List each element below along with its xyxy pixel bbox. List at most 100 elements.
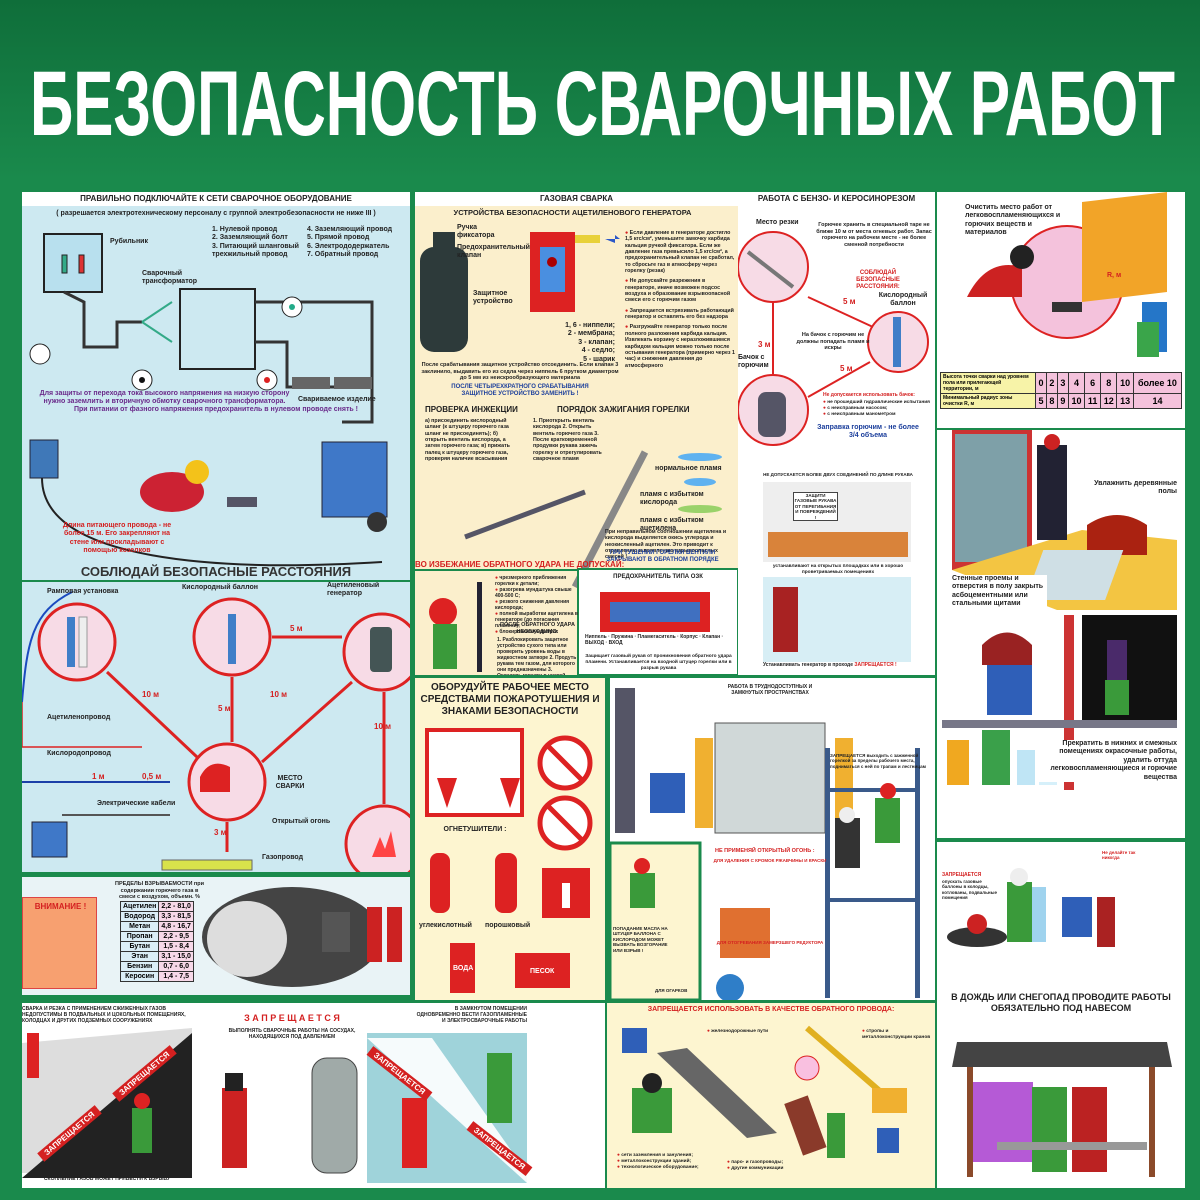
table-cell: 3 [1056, 372, 1069, 394]
return-wire-title: ЗАПРЕЩАЕТСЯ ИСПОЛЬЗОВАТЬ В КАЧЕСТВЕ ОБРА… [647, 1006, 895, 1013]
table-cell: 6 [1084, 372, 1102, 394]
open-fire-label: Открытый огонь [272, 818, 331, 825]
backfire-item: полной выработки ацетилена в генераторе … [495, 611, 580, 629]
passage-text: Устанавливать генератор в проходе [763, 662, 854, 668]
water-label: ВОДА [453, 965, 474, 972]
pressure-title: З А П Р Е Щ А Е Т С Я [244, 1013, 340, 1023]
cover-openings-note: Стенные проемы и отверстия в полу закрыт… [952, 575, 1047, 609]
panel-clear-area: Очистить место работ от легковоспламеняю… [937, 192, 1185, 428]
forbid-item: не прошедший гидравлические испытания [823, 400, 933, 406]
cut-place-label: Место резки [756, 219, 799, 226]
ladder-note: ЗАПРЕЩАЕТСЯ выходить с зажженной горелко… [830, 753, 926, 769]
after-backfire-title: ПОСЛЕ ОБРАТНОГО УДАРА НЕОБХОДИМО: [500, 622, 575, 635]
distance-value: 10 м [142, 690, 160, 699]
forbid-label: ЗАПРЕЩАЕТСЯ [942, 872, 982, 878]
subheader: ( разрешается электротехническому персон… [56, 210, 376, 217]
rain-illustration [947, 868, 1172, 1177]
extinguish-note: ПРИ ТУШЕНИИ ГОРЕЛКИ ВЕНТИЛИ ЗАКРЫВАЮТ В … [606, 550, 719, 564]
legend-item: 4. Заземляющий провод [307, 226, 393, 233]
replace-note: ПОСЛЕ ЧЕТЫРЕХКРАТНОГО СРАБАТЫВАНИЯ ЗАЩИТ… [451, 384, 589, 398]
part-item: 1, 6 - ниппели; [565, 322, 615, 329]
acetylene-generator-label: Ацетиленовый генератор [327, 582, 380, 598]
storage-note: Горючее хранить в специальной таре не бл… [816, 222, 932, 248]
fuse-label: Клапан [702, 634, 721, 640]
legend-item: 1. Нулевой провод [212, 226, 278, 233]
tank-label: Бачок с горючим [738, 354, 769, 370]
table-cell: более 10 [1132, 372, 1183, 394]
fire-illustration [425, 728, 593, 993]
backfire-list: чрезмерного приближения горелки к детали… [495, 575, 580, 635]
grounding-note: Для защиты от перехода тока высокого нап… [39, 390, 290, 406]
table-cell: 14 [1132, 393, 1183, 409]
sparks-note: На бачок с горючим не должны попадать пл… [796, 332, 870, 352]
poster-title: БЕЗОПАСНОСТЬ СВАРОЧНЫХ РАБОТ [30, 53, 1175, 155]
distance-value: 5 м [290, 624, 303, 633]
legend-item: 3. Питающий шланговый трехжильный провод [212, 242, 299, 259]
panel-header: ПРАВИЛЬНО ПОДКЛЮЧАЙТЕ К СЕТИ СВАРОЧНОЕ О… [22, 192, 410, 206]
switch-label: Рубильник [110, 238, 148, 245]
distance-value: 5 м [843, 297, 856, 306]
flame-oxygen: пламя с избытком кислорода [640, 491, 704, 507]
forbid-item: с неисправным манометром [823, 412, 933, 418]
panel-floors: Увлажнить деревянные полы Стенные проемы… [937, 430, 1185, 838]
distance-diagram [22, 591, 410, 872]
forbid-text: опускать газовые баллоны в колодцы, котл… [942, 879, 997, 901]
stop-painting-note: Прекратить в нижних и смежных помещениях… [1037, 740, 1177, 782]
fire-title: ОБОРУДУЙТЕ РАБОЧЕЕ МЕСТО СРЕДСТВАМИ ПОЖА… [420, 682, 600, 717]
no-fire-title: НЕ ПРИМЕНЯЙ ОТКРЫТЫЙ ОГОНЬ : [715, 848, 815, 854]
valve-label: Предохранительный клапан [457, 244, 530, 260]
rule-item: Если давление в генераторе достигло 1,5 … [625, 230, 735, 274]
protect-label: Защитное устройство [473, 290, 513, 306]
panel-gas-welding: ГАЗОВАЯ СВАРКА УСТРОЙСТВА БЕЗОПАСНОСТИ А… [415, 192, 738, 675]
hose-sign: ЗАЩИТИ ГАЗОВЫЕ РУКАВА ОТ ПЕРЕГИБАНИЯ И П… [793, 492, 838, 521]
panel-electric-connection: ПРАВИЛЬНО ПОДКЛЮЧАЙТЕ К СЕТИ СВАРОЧНОЕ О… [22, 192, 410, 580]
confined-title: РАБОТА В ТРУДНОДОСТУПНЫХ И ЗАМКНУТЫХ ПРО… [727, 684, 813, 696]
welding-place-label: МЕСТО СВАРКИ [275, 775, 305, 791]
forbidden-label: ЗАПРЕЩАЕТСЯ ! [854, 662, 897, 668]
handle-label: Ручка фиксатора [457, 224, 495, 240]
crane-item: стропы и металлоконструкции кранов [862, 1029, 932, 1041]
rails-item: железнодорожные пути [707, 1029, 768, 1035]
legend-item: 2. Заземляющий болт [212, 234, 288, 242]
forbid-item: с неисправным насосом; [823, 406, 933, 412]
generator-illustration [415, 232, 738, 675]
backfire-item: блокировки мундштука [495, 629, 580, 635]
forbid-list: не прошедший гидравлические испытанияс н… [823, 400, 933, 417]
paint-removal: ДЛЯ УДАЛЕНИЯ С КРОМОК РЖАВЧИНЫ И КРАСКИ [713, 858, 827, 863]
table-cell: 11 [1084, 393, 1102, 409]
oxygen-label: Кислородный баллон [878, 292, 928, 308]
backfire-item: резкого снижения давления кислорода; [495, 599, 580, 611]
distance-value: 5 м [840, 364, 853, 373]
ramp-label: Рамповая установка [47, 588, 119, 595]
panel-rain: ЗАПРЕЩАЕТСЯ опускать газовые баллоны в к… [937, 842, 1185, 1188]
fuse-label: Ниппель [585, 634, 607, 640]
rule-item: Запрещается встряхивать работающий генер… [625, 308, 735, 321]
parts-legend: 1, 6 - ниппели;2 - мембрана;3 - клапан;4… [565, 322, 615, 364]
injection-title: ПРОВЕРКА ИНЖЕКЦИИ [425, 405, 518, 414]
never-note: Не делайте так никогда [1102, 850, 1136, 861]
panel-explosion-limits: ВНИМАНИЕ ! ПРЕДЕЛЫ ВЗРЫВАЕМОСТИ при соде… [22, 877, 410, 995]
table-cell: 10 [1116, 372, 1134, 394]
radius-label: R, м [1107, 272, 1122, 279]
radius-table: Высота точки сварки над уровнем пола или… [940, 372, 1183, 409]
backfire-item: чрезмерного приближения горелки к детали… [495, 575, 580, 587]
fuse-title: ПРЕДОХРАНИТЕЛЬ ТИПА ОЗК [613, 574, 703, 580]
joints-note: НЕ ДОПУСКАЕТСЯ БОЛЕЕ ДВУХ СОЕДИНЕНИЙ ПО … [763, 472, 913, 477]
list-item: технологическое оборудование; [617, 1165, 698, 1171]
list-item: паро- и газопроводы; [727, 1160, 783, 1166]
gas-name: Керосин [119, 971, 160, 982]
table-cell: 8 [1045, 393, 1058, 409]
panel-confined-spaces: РАБОТА В ТРУДНОДОСТУПНЫХ И ЗАМКНУТЫХ ПРО… [610, 678, 935, 1000]
limits-title: ПРЕДЕЛЫ ВЗРЫВАЕМОСТИ при содержании горю… [115, 881, 204, 901]
panel-fire-equipment: ОБОРУДУЙТЕ РАБОЧЕЕ МЕСТО СРЕДСТВАМИ ПОЖА… [415, 678, 605, 1000]
flame-acetylene: пламя с избытком ацетилена [640, 517, 704, 533]
wet-floor-note: Увлажнить деревянные полы [1094, 480, 1177, 496]
table-cell: 5 [1035, 393, 1047, 409]
rain-title: В ДОЖДЬ ИЛИ СНЕГОПАД ПРОВОДИТЕ РАБОТЫ ОБ… [951, 992, 1171, 1013]
clear-area-illustration [967, 192, 1167, 357]
after-trigger-note: После срабатывания защитное устройство о… [421, 362, 619, 382]
flame-normal: нормальное пламя [655, 465, 722, 472]
